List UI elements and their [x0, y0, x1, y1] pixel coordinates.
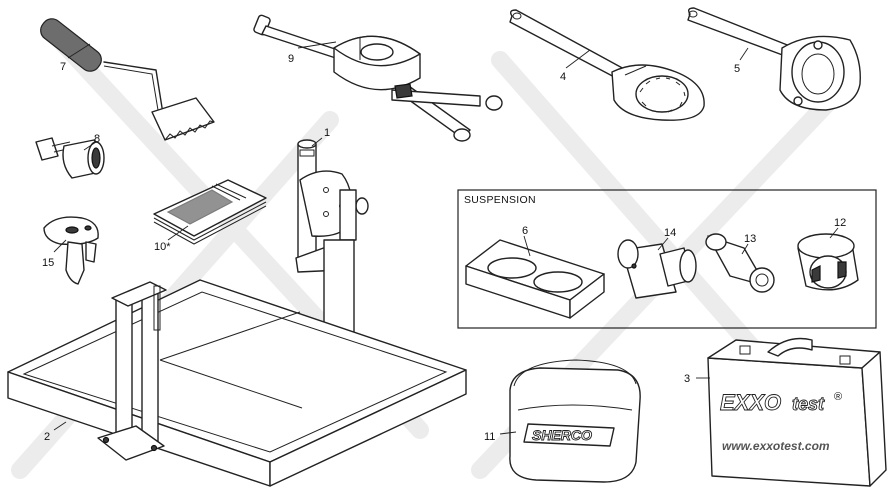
- callout-14: 14: [664, 227, 676, 239]
- bag-brand-text: SHERCO: [532, 427, 592, 443]
- part-15-bracket-tool: [43, 216, 99, 285]
- part-4-pin-spanner: [509, 9, 705, 121]
- case-brand-italic: test: [792, 394, 825, 414]
- callout-3: 3: [684, 373, 690, 385]
- callout-6: 6: [522, 225, 528, 237]
- callout-11: 11: [484, 431, 495, 443]
- callout-5: 5: [734, 63, 740, 75]
- case-url-text: www.exxotest.com: [722, 439, 830, 453]
- suspension-box-label: SUSPENSION: [464, 194, 536, 206]
- part-3-exxotest-case: EXXO test ® www.exxotest.com: [707, 337, 887, 487]
- case-registered-mark: ®: [834, 391, 842, 403]
- callout-2: 2: [44, 431, 50, 443]
- part-5-hook-spanner: [687, 7, 861, 111]
- suspension-box-frame: [457, 189, 877, 329]
- callout-labels: 7 9 4 5 8 10* 15 1 2 6 14 13 12 11 3: [42, 53, 846, 443]
- callout-9: 9: [288, 53, 294, 65]
- part-10-manual-booklet: [153, 179, 267, 245]
- part-13-sleeve: [705, 233, 775, 293]
- callout-13: 13: [744, 233, 756, 245]
- part-8-bolt-adapter: [35, 137, 105, 179]
- part-14-cylinder-tool: [617, 239, 697, 299]
- part-1-stand-support: [295, 139, 369, 333]
- callout-10: 10*: [154, 241, 171, 253]
- callout-8: 8: [94, 133, 100, 145]
- callout-1: 1: [324, 127, 330, 139]
- case-brand-main: EXXO: [720, 390, 781, 415]
- callout-7: 7: [60, 61, 66, 73]
- callout-15: 15: [42, 257, 54, 269]
- part-11-sherco-bag: SHERCO: [509, 359, 641, 483]
- part-12-notched-ring: [797, 233, 859, 291]
- part-9-clamp-puller: [253, 14, 503, 142]
- callout-4: 4: [560, 71, 566, 83]
- part-2-drain-tray: [7, 279, 467, 487]
- suspension-group: SUSPENSION: [457, 189, 877, 329]
- part-6-fork-block: [465, 239, 605, 319]
- leader-lines: [53, 41, 839, 435]
- part-7-scraper-tool: [40, 18, 215, 141]
- callout-12: 12: [834, 217, 846, 229]
